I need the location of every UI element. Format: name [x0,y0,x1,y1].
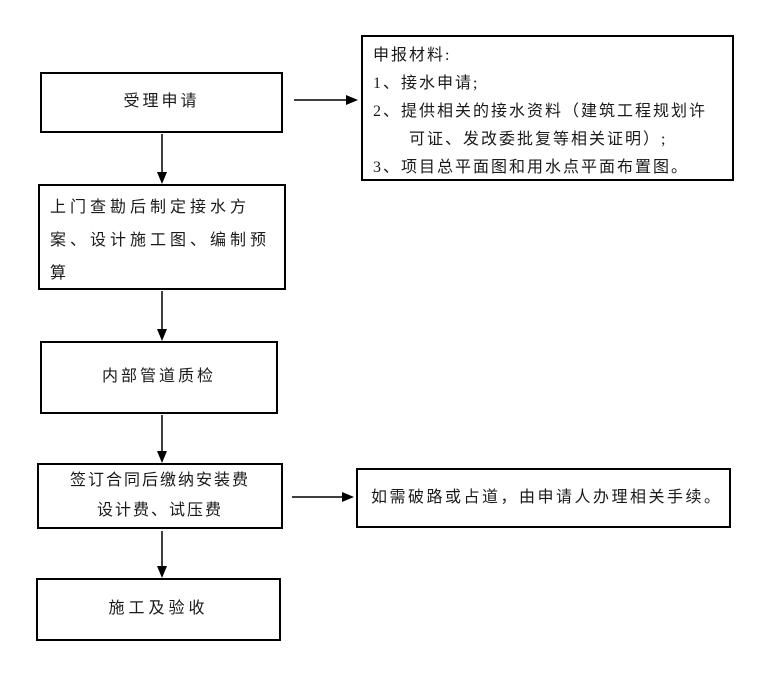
arrow-shaft [161,415,163,451]
arrow-shaft [161,291,163,329]
flow-node-contract-and-fees: 签订合同后缴纳安装费 设计费、试压费 [37,463,283,529]
arrow-shaft [294,99,348,101]
arrowhead-down-icon [157,329,167,341]
flow-node-application-materials-note: 申报材料: 1、接水申请; 2、提供相关的接水资料（建筑工程规划许 可证、发改委… [361,35,734,181]
arrowhead-down-icon [157,451,167,463]
arrowhead-right-icon [346,95,358,105]
arrow-shaft [161,134,163,172]
arrow-shaft [292,496,342,498]
arrowhead-right-icon [342,492,354,502]
flow-node-internal-pipe-inspection: 内部管道质检 [40,341,278,414]
flow-node-roadwork-permit-note: 如需破路或占道，由申请人办理相关手续。 [356,468,731,528]
arrowhead-down-icon [157,172,167,184]
arrowhead-down-icon [157,566,167,578]
roadwork-note-text: 如需破路或占道，由申请人办理相关手续。 [371,488,723,506]
arrow-shaft [161,531,163,566]
flow-node-construction-acceptance: 施工及验收 [36,578,281,641]
flow-node-site-survey-plan: 上门查勘后制定接水方 案、设计施工图、编制预 算 [38,184,286,290]
flow-node-accept-application: 受理申请 [40,72,283,133]
